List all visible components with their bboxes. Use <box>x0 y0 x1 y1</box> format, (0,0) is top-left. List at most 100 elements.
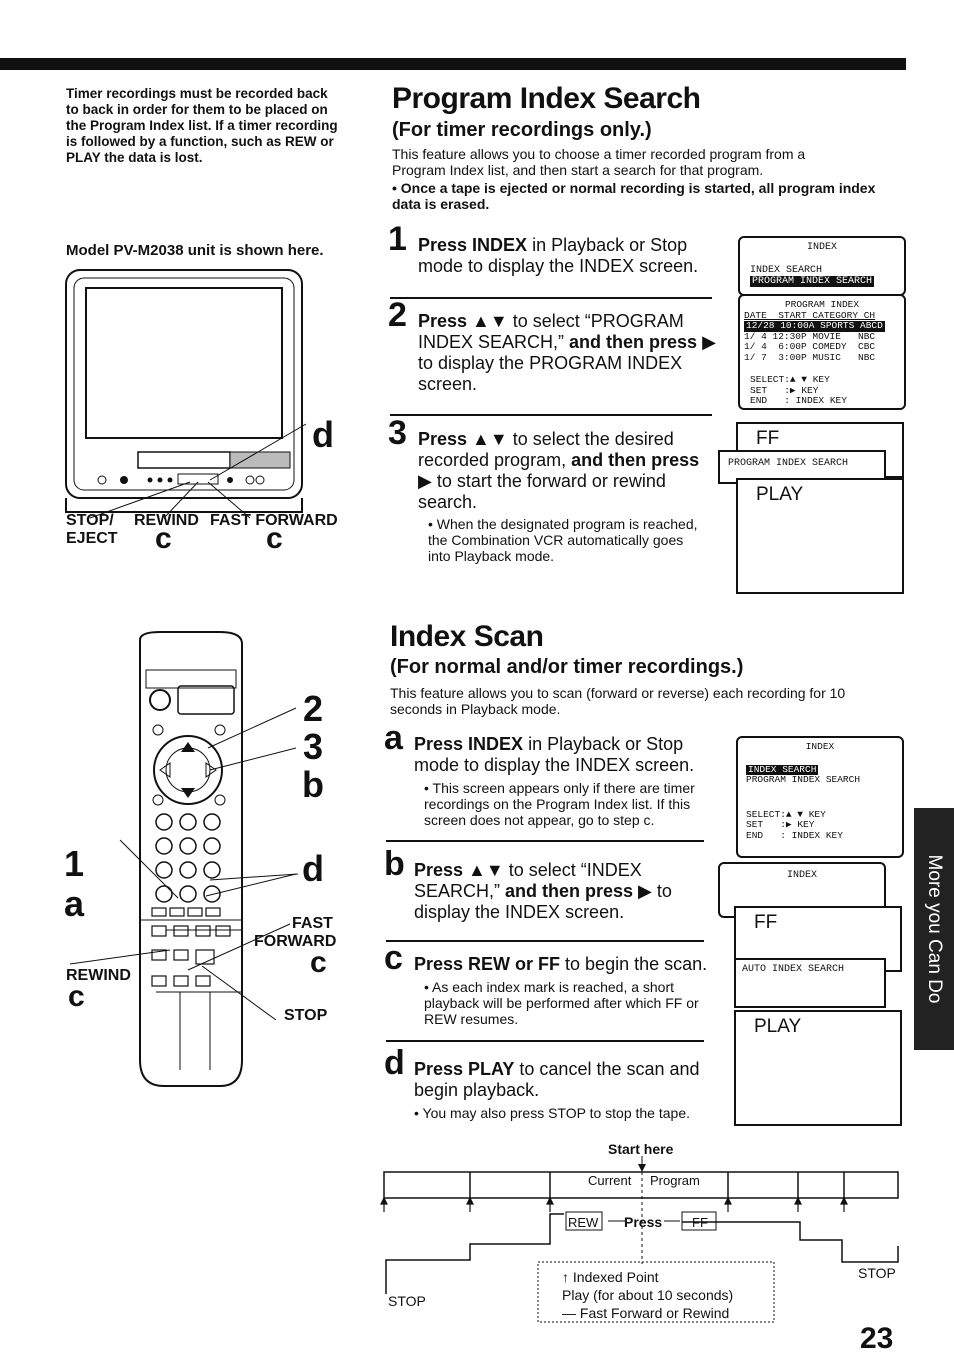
screen-title: PROGRAM INDEX <box>784 299 860 310</box>
index-scan-subtitle: (For normal and/or timer recordings.) <box>390 656 744 678</box>
tv-callout-d: d <box>312 414 334 455</box>
screen-play: PLAY <box>754 1016 802 1037</box>
remote-callout-a: a <box>64 883 85 924</box>
side-tab: More you Can Do <box>914 808 954 1050</box>
tv-label-stop: STOP/ <box>66 512 114 529</box>
program-index-warning: • Once a tape is ejected or normal recor… <box>392 180 876 212</box>
step-text: to select “PROGRAM INDEX SEARCH,” <box>418 311 684 352</box>
step-divider <box>386 840 704 842</box>
step-bold: and then press ▶ <box>418 450 700 491</box>
index-scan-index-screen: INDEX INDEX SEARCH PROGRAM INDEX SEARCH … <box>736 736 904 858</box>
tv-label-rewind: REWIND <box>134 512 199 529</box>
tv-label-stop-eject: STOP/ EJECT <box>66 512 118 548</box>
step-bold: Press ▲▼ <box>414 860 504 880</box>
timeline-stop-left: STOP <box>388 1293 426 1309</box>
screen-help: SET :▶ KEY <box>750 384 819 396</box>
step-divider <box>386 1040 704 1042</box>
screen-line-selected: PROGRAM INDEX SEARCH <box>750 276 875 287</box>
legend-ff-rew: — Fast Forward or Rewind <box>562 1305 730 1321</box>
index-scan-title: Index Scan <box>390 620 544 653</box>
auto-index-search-screen: AUTO INDEX SEARCH <box>734 958 886 1008</box>
remote-label-fast: FAST <box>292 915 333 932</box>
tv-label-eject: EJECT <box>66 530 118 547</box>
screen-ff: FF <box>754 912 778 933</box>
program-index-step-3-bullet: • When the designated program is reached… <box>428 516 698 564</box>
remote-illustration <box>69 631 299 1087</box>
remote-callout-3: 3 <box>302 726 324 767</box>
step-text: to select “INDEX SEARCH,” <box>414 860 642 901</box>
index-scan-step-b: b Press ▲▼ to select “INDEX SEARCH,” and… <box>384 847 714 923</box>
step-bold: Press INDEX <box>414 734 524 754</box>
step-divider <box>390 297 712 299</box>
index-scan-step-a: a Press INDEX in Playback or Stop mode t… <box>384 721 724 776</box>
index-scan-step-d-bullet: • You may also press STOP to stop the ta… <box>414 1105 690 1121</box>
remote-callout-1-a: 1 a <box>64 844 84 924</box>
program-index-screen: PROGRAM INDEX DATE START CATEGORY CH 12/… <box>738 294 906 410</box>
remote-callout-b: b <box>302 764 324 805</box>
step-number: a <box>384 719 403 757</box>
index-scan-step-d: d Press PLAY to cancel the scan and begi… <box>384 1046 714 1101</box>
page-number: 23 <box>860 1322 894 1355</box>
screen-help: SELECT:▲ ▼ KEY <box>750 374 830 385</box>
screen-row-selected: 12/28 10:00A SPORTS ABCD <box>744 320 885 332</box>
step-text: to begin the scan. <box>560 954 708 974</box>
step-bold: Press ▲▼ <box>418 311 508 331</box>
step-text: to cancel the scan and begin playback. <box>414 1059 700 1100</box>
step-bold: Press ▲▼ <box>418 429 508 449</box>
step-text: in Playback or Stop mode to display the … <box>418 235 699 276</box>
side-tab-label: More you Can Do <box>924 854 945 1004</box>
screen-help: END : INDEX KEY <box>750 395 847 406</box>
screen-title: INDEX <box>806 242 837 253</box>
screen-ff: FF <box>756 428 780 449</box>
step-divider <box>386 940 704 942</box>
step-bold: and then press <box>505 881 634 901</box>
remote-callout-c-ff: c <box>310 946 327 979</box>
index-screen: INDEX INDEX SEARCH PROGRAM INDEX SEARCH <box>738 236 906 296</box>
screen-line: INDEX SEARCH <box>750 265 823 276</box>
program-index-title: Program Index Search <box>392 82 701 115</box>
timer-note: Timer recordings must be recorded back t… <box>66 86 338 165</box>
step-number: 1 <box>388 220 407 258</box>
timeline-press: Press <box>624 1214 663 1230</box>
index-timeline-diagram <box>380 1156 899 1323</box>
step-text: to start the forward or rewind search. <box>418 471 666 512</box>
step-text: to select the desired recorded program, <box>418 429 674 470</box>
screen-help: SELECT:▲ ▼ KEY <box>746 808 826 820</box>
remote-callout-d: d <box>302 848 324 889</box>
screen-header: DATE START CATEGORY CH <box>744 309 876 321</box>
program-index-step-3: 3 Press ▲▼ to select the desired recorde… <box>388 416 708 513</box>
legend-play: Play (for about 10 seconds) <box>562 1287 734 1303</box>
screen-line: PROGRAM INDEX SEARCH <box>746 774 861 785</box>
top-rule <box>0 58 906 70</box>
step-text: in Playback or Stop mode to display the … <box>414 734 695 775</box>
index-scan-intro: This feature allows you to scan (forward… <box>390 685 846 717</box>
remote-label-rewind: REWIND <box>66 967 131 984</box>
step-text: ▶ to display the PROGRAM INDEX screen. <box>418 332 716 394</box>
index-scan-step-c-bullet: • As each index mark is reached, a short… <box>424 979 699 1027</box>
tv-illustration <box>65 269 307 519</box>
timeline-rew: REW <box>568 1215 599 1230</box>
index-scan-play-screen: PLAY <box>734 1010 902 1126</box>
play-screen: PLAY <box>736 478 904 594</box>
legend-indexed-point: ↑ Indexed Point <box>562 1269 659 1285</box>
timeline-ff: FF <box>692 1215 708 1230</box>
step-bold: Press REW or FF <box>414 954 561 974</box>
timeline-stop-right: STOP <box>858 1265 896 1281</box>
timeline-current: Current <box>588 1173 632 1188</box>
remote-callout-c-rew: c <box>68 980 85 1013</box>
step-bold: Press PLAY <box>414 1059 515 1079</box>
program-index-intro: This feature allows you to choose a time… <box>392 146 806 178</box>
step-number: b <box>384 845 405 883</box>
start-here-label: Start here <box>608 1141 674 1157</box>
screen-label: PROGRAM INDEX SEARCH <box>728 458 849 469</box>
remote-callout-1: 1 <box>64 843 85 884</box>
tv-callout-c-rewind: c <box>155 522 172 555</box>
screen-label: AUTO INDEX SEARCH <box>742 964 845 975</box>
program-index-step-2: 2 Press ▲▼ to select “PROGRAM INDEX SEAR… <box>388 298 722 395</box>
step-number: c <box>384 939 403 977</box>
model-note: Model PV-M2038 unit is shown here. <box>66 242 324 259</box>
screen-row: 1/ 7 3:00P MUSIC NBC <box>744 351 876 363</box>
program-index-subtitle: (For timer recordings only.) <box>392 119 652 141</box>
timeline-program: Program <box>650 1173 700 1188</box>
screen-row: 1/ 4 12:30P MOVIE NBC <box>744 330 876 342</box>
